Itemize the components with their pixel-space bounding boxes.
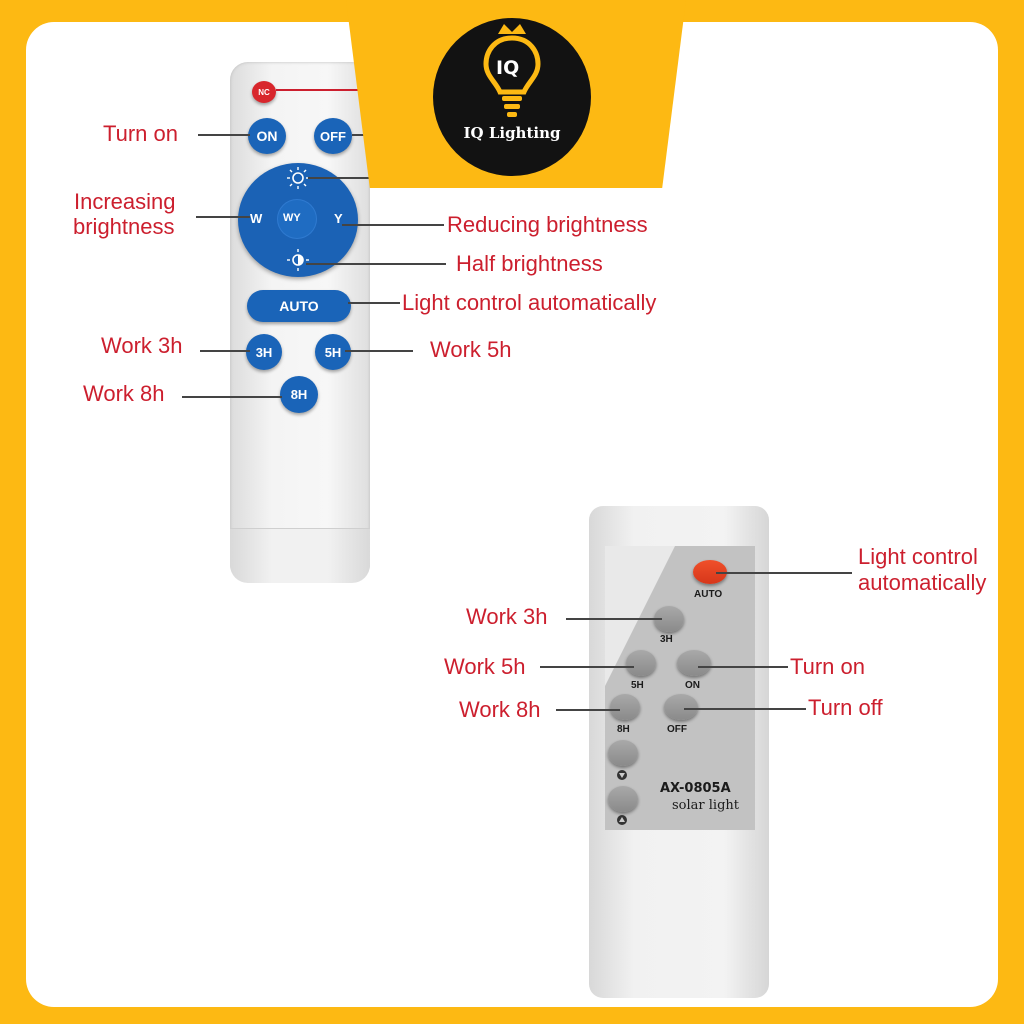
- label-reducing: Reducing brightness: [447, 212, 648, 237]
- remote-blue-battery-cover: [230, 528, 370, 583]
- line-work8: [182, 396, 282, 398]
- off-button-grey[interactable]: [664, 694, 698, 720]
- label-turn-off-grey: Turn off: [808, 695, 883, 720]
- off-button[interactable]: OFF: [314, 118, 352, 154]
- line-work5-grey: [540, 666, 634, 668]
- half-sun-icon[interactable]: [286, 248, 310, 272]
- label-turn-on: Turn on: [103, 121, 179, 146]
- 8h-button-grey[interactable]: [610, 694, 640, 720]
- auto-label-grey: AUTO: [694, 589, 723, 600]
- on-button[interactable]: ON: [248, 118, 286, 154]
- lightbulb-logo-icon: [483, 24, 541, 117]
- line-auto-grey: [716, 572, 852, 574]
- panel-cutout: [605, 546, 675, 686]
- up-arrow-icon: [617, 770, 627, 780]
- line-increasing: [196, 216, 250, 218]
- wy-button[interactable]: [278, 200, 316, 238]
- line-sun: [308, 177, 378, 179]
- up-button-grey[interactable]: [608, 740, 638, 766]
- 3h-button[interactable]: 3H: [246, 334, 282, 370]
- y-button[interactable]: Y: [334, 211, 343, 226]
- line-work3: [200, 350, 250, 352]
- label-work5: Work 5h: [430, 337, 512, 362]
- wy-label: WY: [283, 212, 301, 224]
- 5h-button[interactable]: 5H: [315, 334, 351, 370]
- label-work8: Work 8h: [83, 381, 165, 406]
- line-turn-on: [198, 134, 250, 136]
- w-button[interactable]: W: [250, 211, 263, 226]
- nc-button[interactable]: NC: [252, 81, 276, 103]
- logo-mark: IQ: [496, 57, 520, 79]
- model-number: AX-0805A: [660, 781, 731, 796]
- line-work8-grey: [556, 709, 620, 711]
- label-work8-grey: Work 8h: [459, 697, 541, 722]
- line-turn-off-grey: [684, 708, 806, 710]
- label-work3-grey: Work 3h: [466, 604, 548, 629]
- line-reducing: [342, 224, 444, 226]
- line-turn-on-grey: [698, 666, 788, 668]
- label-increasing-2: brightness: [73, 214, 175, 239]
- model-subtitle: solar light: [672, 798, 739, 813]
- line-half: [306, 263, 446, 265]
- line-off: [352, 134, 372, 136]
- down-button-grey[interactable]: [608, 786, 638, 812]
- label-work3: Work 3h: [101, 333, 183, 358]
- 8h-button[interactable]: 8H: [280, 376, 318, 413]
- label-auto: Light control automatically: [402, 290, 657, 315]
- down-arrow-icon: [617, 815, 627, 825]
- label-work5-grey: Work 5h: [444, 654, 526, 679]
- on-label-grey: ON: [685, 680, 700, 691]
- 5h-label-grey: 5H: [631, 680, 644, 691]
- brand-name: IQ Lighting: [463, 124, 561, 142]
- 8h-label-grey: 8H: [617, 724, 630, 735]
- nc-line: [276, 89, 360, 91]
- label-increasing-1: Increasing: [74, 189, 176, 214]
- off-label-grey: OFF: [667, 724, 687, 735]
- on-button-grey[interactable]: [677, 650, 711, 676]
- 5h-button-grey[interactable]: [626, 650, 656, 676]
- line-auto: [348, 302, 400, 304]
- line-work5: [345, 350, 413, 352]
- auto-button[interactable]: AUTO: [247, 290, 351, 322]
- line-work3-grey: [566, 618, 662, 620]
- label-auto-grey-1: Light control: [858, 544, 978, 569]
- sun-icon[interactable]: [286, 166, 310, 190]
- label-turn-on-grey: Turn on: [790, 654, 866, 679]
- 3h-label-grey: 3H: [660, 634, 673, 645]
- label-auto-grey-2: automatically: [858, 570, 987, 595]
- label-half: Half brightness: [456, 251, 603, 276]
